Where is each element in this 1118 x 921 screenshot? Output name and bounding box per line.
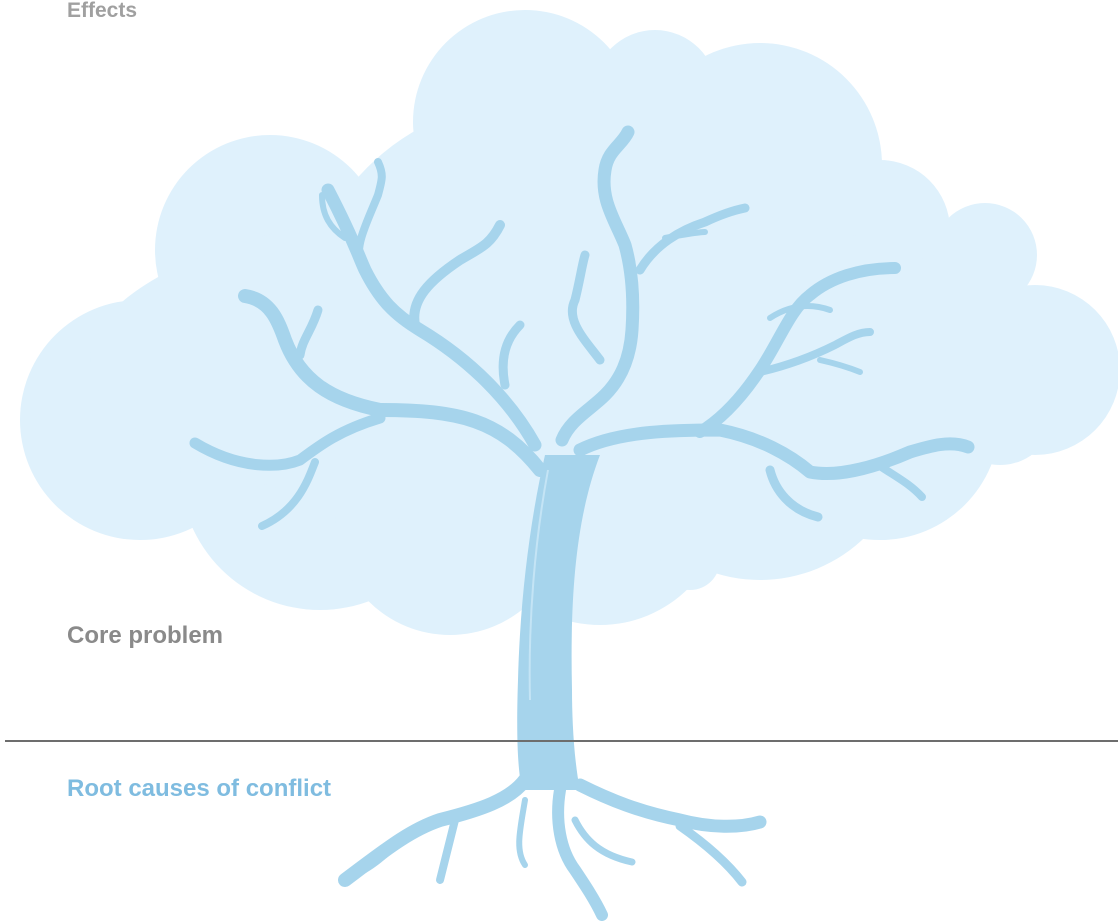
ground-line-divider xyxy=(5,740,1118,742)
tree-trunk-highlight xyxy=(528,469,549,701)
core-problem-label: Core problem xyxy=(67,622,224,649)
root-causes-label: Root causes of conflict xyxy=(67,775,332,802)
effects-label: Effects xyxy=(67,0,138,22)
tree-roots xyxy=(338,773,767,921)
tree-branches xyxy=(189,125,975,530)
